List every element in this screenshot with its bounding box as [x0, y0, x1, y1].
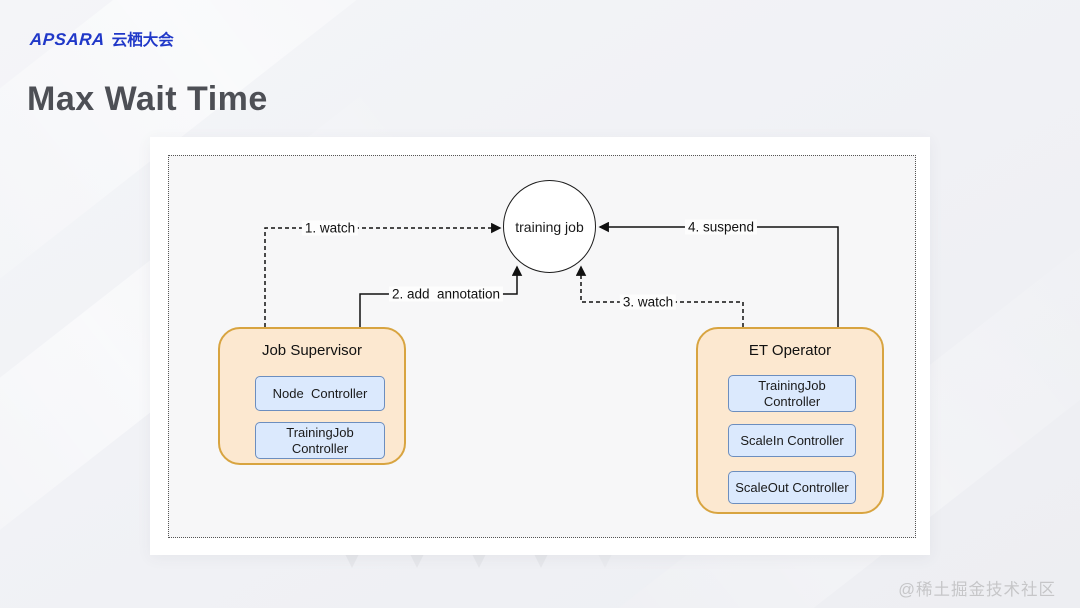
et-operator-title: ET Operator	[748, 342, 832, 359]
apsara-logo-brand: APSARA	[29, 30, 106, 49]
job-supervisor-title: Job Supervisor	[261, 342, 363, 359]
page-title: Max Wait Time	[27, 80, 268, 118]
trainingjob-controller-box-left: TrainingJob Controller	[255, 422, 385, 459]
edge-label-add-annotation: 2. add annotation	[388, 286, 504, 302]
training-job-label: training job	[515, 218, 584, 235]
scalein-controller-box: ScaleIn Controller	[728, 424, 856, 457]
watermark: @稀土掘金技术社区	[898, 581, 1056, 599]
edge-label-suspend: 4. suspend	[684, 219, 758, 235]
edge-label-watch-1: 1. watch	[301, 220, 359, 236]
training-job-node: training job	[503, 180, 596, 273]
trainingjob-controller-box-right: TrainingJob Controller	[728, 375, 856, 412]
apsara-logo-event: 云栖大会	[111, 32, 174, 49]
apsara-logo: APSARA 云栖大会	[29, 28, 174, 50]
job-supervisor-group: Job Supervisor Node Controller TrainingJ…	[218, 327, 406, 465]
node-controller-box: Node Controller	[255, 376, 385, 411]
scaleout-controller-box: ScaleOut Controller	[728, 471, 856, 504]
et-operator-group: ET Operator TrainingJob Controller Scale…	[696, 327, 884, 514]
edge-label-watch-3: 3. watch	[619, 294, 677, 310]
